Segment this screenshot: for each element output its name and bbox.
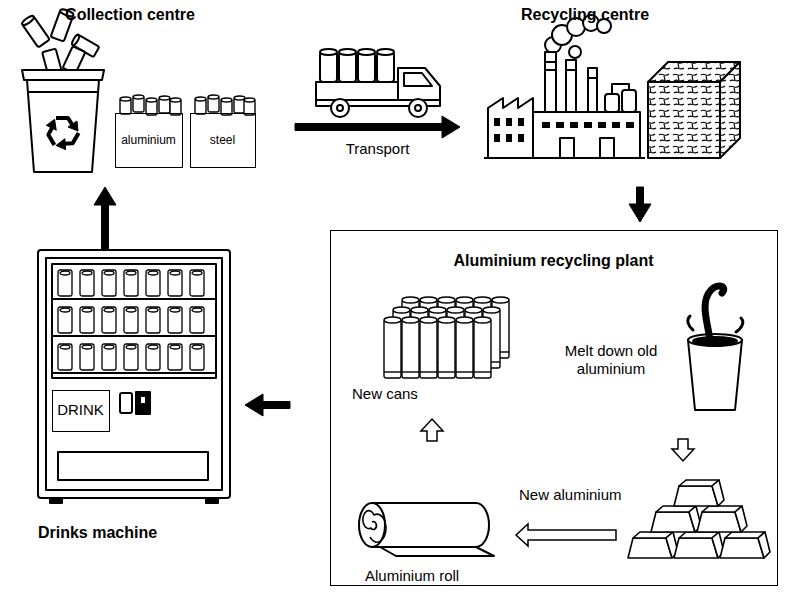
factory bbox=[484, 15, 645, 158]
truck bbox=[316, 49, 440, 117]
edge-label: Transport bbox=[346, 140, 410, 158]
node-label: Aluminium roll bbox=[365, 567, 459, 585]
node-label: New cans bbox=[352, 385, 418, 403]
node-label: Melt down old aluminium bbox=[546, 342, 676, 378]
flow-arrow bbox=[629, 187, 651, 222]
new-cans-bundle bbox=[384, 297, 509, 378]
stage-group: Collection centre aluminium steel bbox=[15, 5, 265, 175]
node-label: Drinks machine bbox=[20, 523, 175, 542]
node-label: New aluminium bbox=[519, 486, 622, 504]
recycling-symbol bbox=[43, 118, 78, 152]
flow-arrow bbox=[516, 524, 616, 546]
process-step: Melt down old aluminium bbox=[546, 286, 751, 413]
aluminium-ingots bbox=[628, 480, 770, 558]
sorting-box: steel bbox=[190, 113, 256, 168]
node-label: steel bbox=[191, 133, 254, 147]
stage-group: Drinks machine DRINK bbox=[20, 245, 235, 545]
node-label: Recycling centre bbox=[480, 5, 690, 24]
machine-panel: DRINK bbox=[52, 390, 110, 432]
recycle-bin bbox=[21, 8, 104, 172]
plant-box: Aluminium recycling plantMelt down old a… bbox=[330, 230, 778, 586]
stage-group: Recycling centre bbox=[480, 5, 745, 165]
node-label: Collection centre bbox=[15, 5, 245, 24]
vending-machine bbox=[38, 250, 230, 503]
sorted-cans bbox=[120, 95, 255, 115]
crushed-cans-bale bbox=[648, 62, 740, 158]
melting-pot bbox=[688, 286, 743, 410]
flow-arrow bbox=[295, 116, 460, 138]
aluminium-roll bbox=[359, 503, 494, 556]
flow-arrow bbox=[94, 187, 116, 250]
flow-arrow bbox=[245, 394, 290, 416]
process-step: New aluminium bbox=[623, 471, 773, 561]
sorting-box: aluminium bbox=[115, 113, 183, 168]
node-label: aluminium bbox=[116, 133, 181, 147]
process-step: Aluminium roll bbox=[351, 501, 496, 586]
node-label: Aluminium recycling plant bbox=[331, 251, 776, 270]
node-label: DRINK bbox=[53, 401, 108, 419]
flow-arrow bbox=[421, 419, 443, 441]
process-step: New cans bbox=[346, 291, 513, 413]
flow-arrow bbox=[672, 439, 694, 461]
